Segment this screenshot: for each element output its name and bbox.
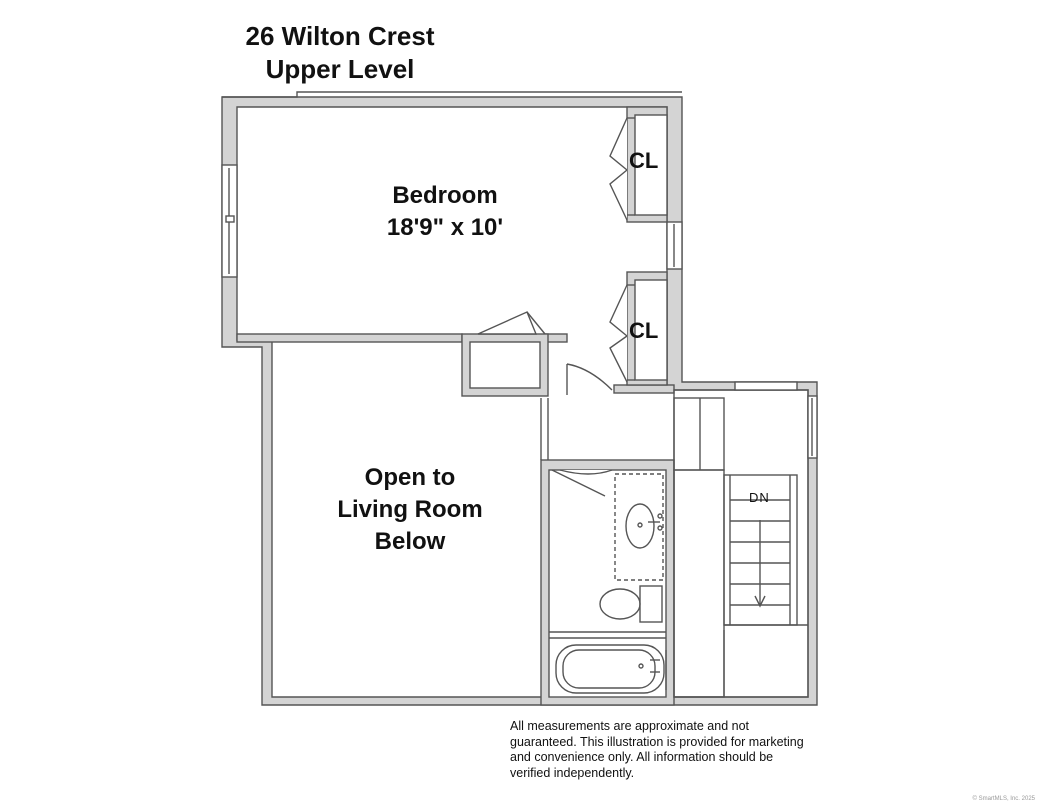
upper-closet	[609, 106, 668, 223]
open-area-line-1: Open to	[364, 464, 456, 491]
sink-icon	[625, 503, 655, 549]
disclaimer-text: All measurements are approximate and not…	[510, 719, 804, 780]
bathtub-icon	[555, 644, 665, 694]
upper-closet-label: CL	[629, 148, 659, 173]
stairs-down-label: DN	[749, 490, 770, 505]
bedroom-dimensions: 18'9" x 10'	[386, 214, 504, 241]
storage-closet	[461, 311, 549, 397]
lower-closet-label: CL	[629, 318, 659, 343]
right-window	[666, 221, 683, 270]
address-heading: 26 Wilton Crest	[245, 21, 435, 51]
open-area-line-3: Below	[374, 528, 446, 555]
level-heading: Upper Level	[265, 54, 415, 84]
lower-closet	[609, 271, 668, 386]
floor-plan-title: 26 Wilton Crest Upper Level	[190, 20, 490, 86]
bedroom-south-wall	[236, 333, 463, 343]
toilet-bowl-icon	[599, 588, 641, 620]
vanity	[614, 473, 664, 581]
bathroom	[540, 459, 675, 706]
copyright-text: © SmartMLS, Inc. 2025	[972, 796, 1035, 802]
open-area-line-2: Living Room	[337, 496, 483, 523]
bedroom-name: Bedroom	[392, 182, 498, 209]
left-window	[221, 164, 238, 278]
bedroom-label: Bedroom 18'9" x 10'	[345, 180, 545, 244]
open-area-label: Open to Living Room Below	[310, 462, 510, 558]
stair-window	[734, 381, 818, 459]
hall-door	[566, 363, 613, 395]
